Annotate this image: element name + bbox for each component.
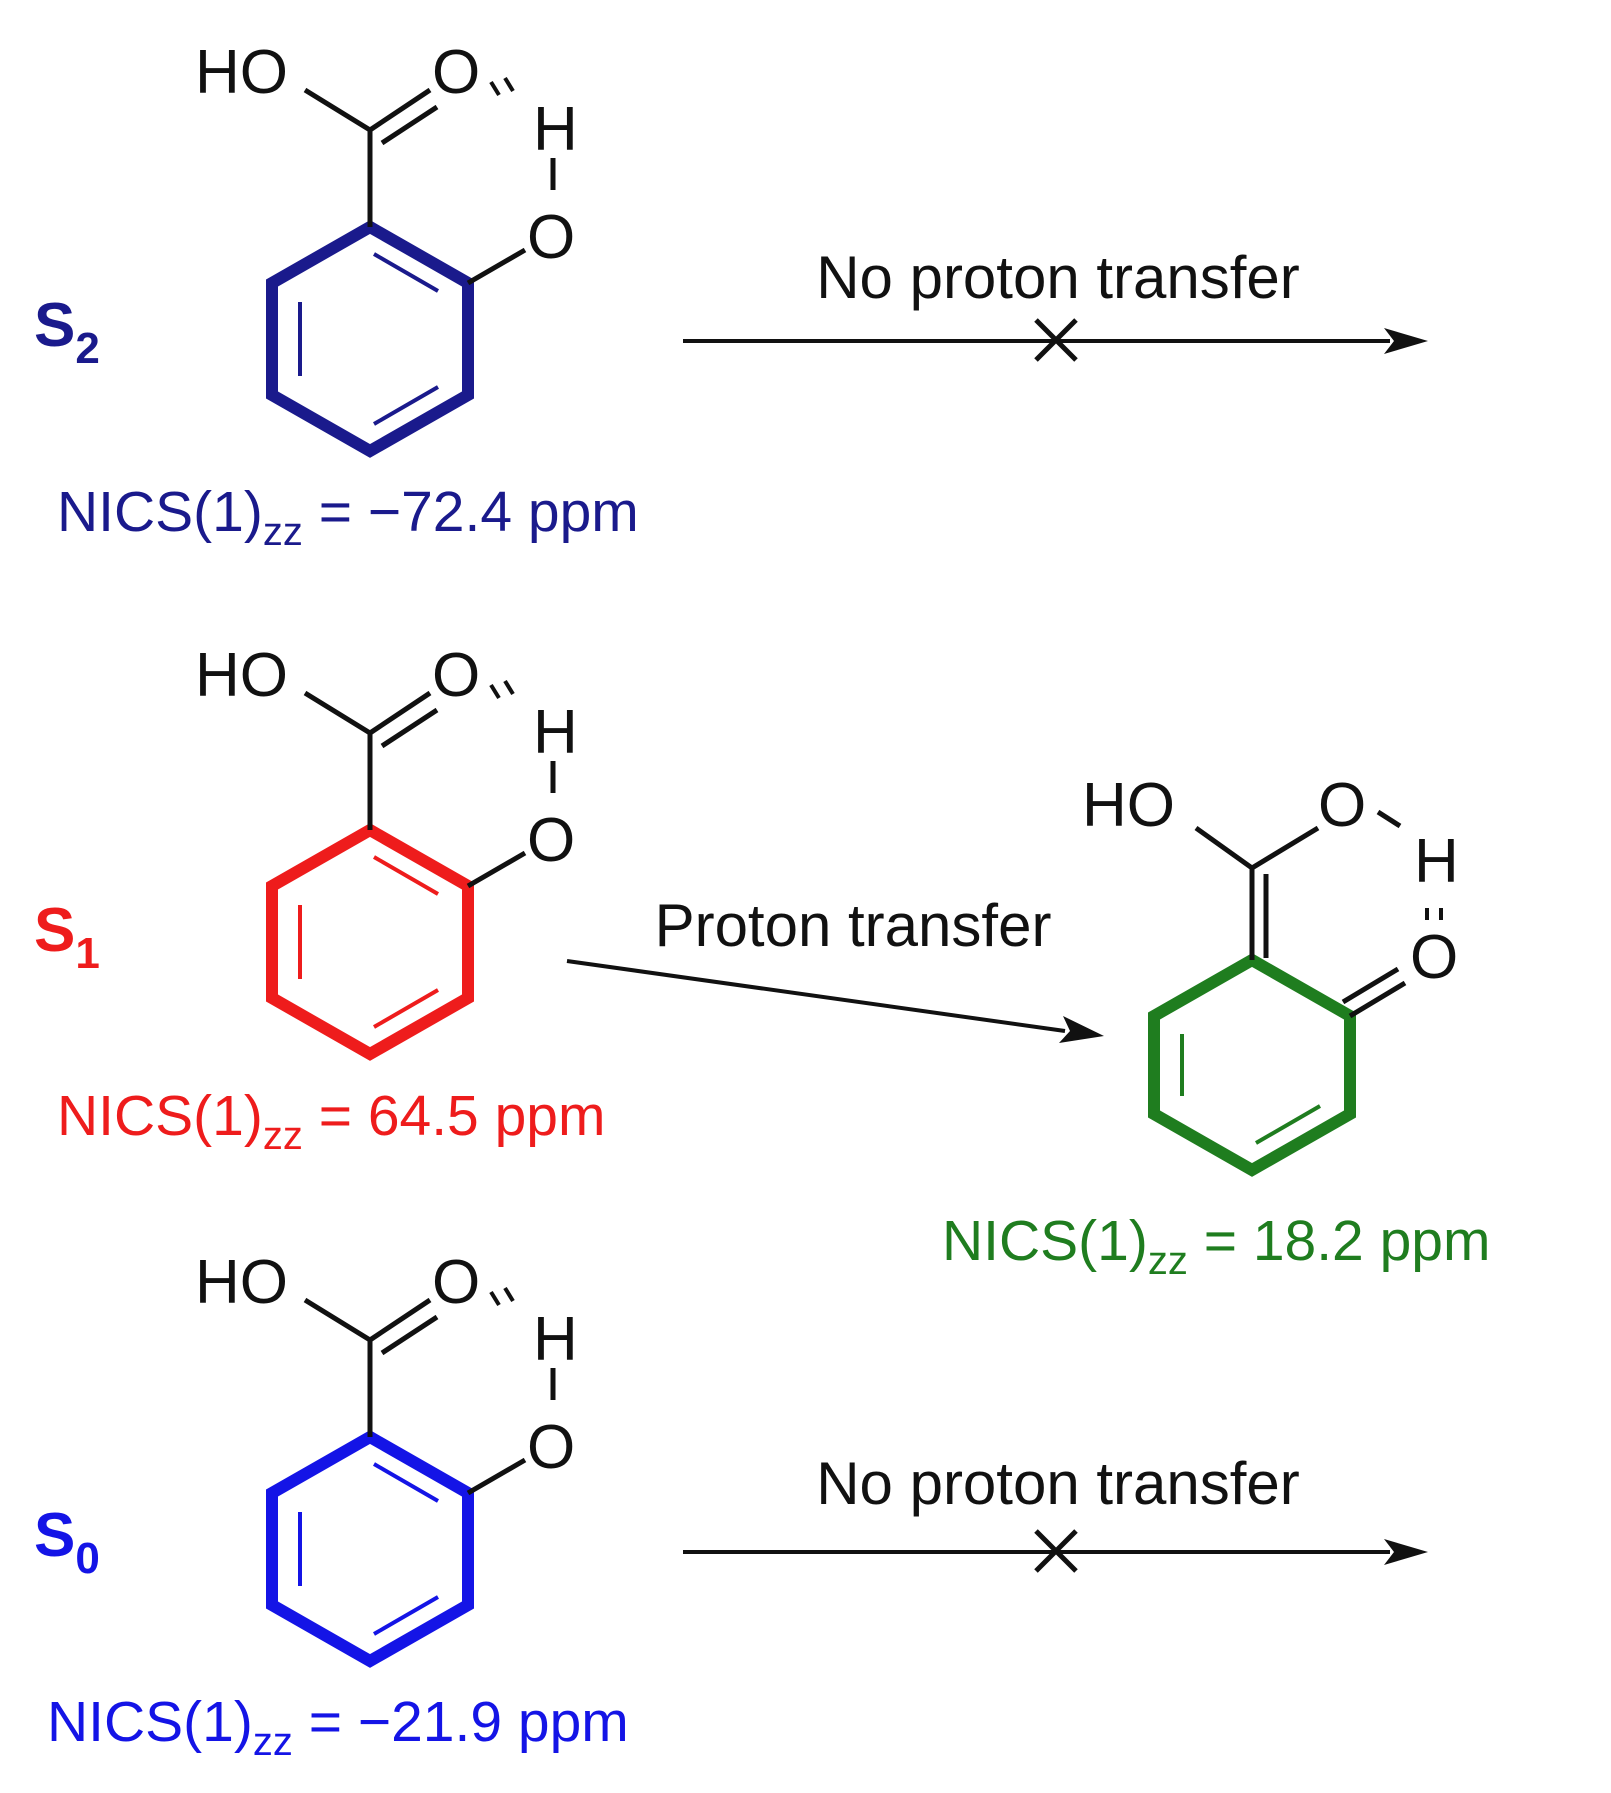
s1-arrowhead <box>1059 1016 1104 1043</box>
s0-arrowhead <box>1384 1539 1428 1565</box>
s2-hbond <box>503 76 515 93</box>
s1-bond <box>380 707 439 749</box>
s1-hbond <box>503 679 515 696</box>
s0-bond <box>466 1457 527 1496</box>
s1-hydroxyl-label: HO <box>195 641 288 710</box>
s1-hydrogen-label: H <box>533 698 578 767</box>
s0-bond <box>380 1314 439 1356</box>
s2-bond <box>368 87 432 133</box>
s2-phenol-oxygen: O <box>527 203 575 272</box>
s0-reaction-arrow: No proton transfer <box>683 1450 1428 1573</box>
product-molecule: HO O H O <box>1082 771 1459 1177</box>
product-inner-bond <box>1254 1104 1322 1145</box>
s0-hydroxyl-label: HO <box>195 1248 288 1317</box>
s2-arrow-label: No proton transfer <box>816 244 1300 311</box>
s0-arrow-label: No proton transfer <box>816 1450 1300 1517</box>
s0-bond <box>303 1297 372 1343</box>
s1-inner-bond <box>372 988 440 1029</box>
s0-inner-bond <box>372 1595 440 1636</box>
s2-inner-bond <box>372 252 440 293</box>
s1-bond <box>303 690 372 736</box>
s2-hydroxyl-label: HO <box>195 38 288 107</box>
product-bond <box>1348 980 1407 1019</box>
product-bond <box>1194 825 1254 871</box>
product-bond <box>1250 825 1320 871</box>
s2-state-label: S2 <box>34 291 100 373</box>
product-nics-value: NICS(1)zz = 18.2 ppm <box>942 1209 1490 1283</box>
s1-state-label: S1 <box>34 896 100 978</box>
s1-inner-bond <box>372 855 440 896</box>
s1-nics-value: NICS(1)zz = 64.5 ppm <box>57 1084 605 1158</box>
s0-bond <box>368 1297 432 1343</box>
s0-hbond <box>503 1286 515 1303</box>
s2-inner-bond <box>372 385 440 426</box>
product-hydroxyl-label: HO <box>1082 771 1175 840</box>
s1-bond <box>466 850 527 889</box>
s2-nics-value: NICS(1)zz = −72.4 ppm <box>57 480 639 554</box>
s0-hydrogen-label: H <box>533 1305 578 1374</box>
s0-nics-value: NICS(1)zz = −21.9 ppm <box>47 1690 629 1764</box>
s2-reaction-arrow: No proton transfer <box>683 244 1428 362</box>
s2-blocked-cross <box>1034 318 1078 362</box>
s0-inner-bond <box>372 1462 440 1503</box>
product-keto-oxygen: O <box>1410 923 1458 992</box>
s1-hbond <box>489 683 501 700</box>
s1-molecule: HO O H O <box>195 641 578 1061</box>
s1-bond <box>368 690 432 736</box>
s2-hydrogen-label: H <box>533 95 578 164</box>
s2-bond <box>380 104 439 146</box>
s2-bond <box>466 247 527 286</box>
s0-carbonyl-oxygen: O <box>432 1248 480 1317</box>
product-hydrogen-label: H <box>1414 827 1459 896</box>
s0-phenol-oxygen: O <box>527 1413 575 1482</box>
s0-blocked-cross <box>1034 1529 1078 1573</box>
s2-arrowhead <box>1384 328 1428 354</box>
product-hydroxyl-oxygen: O <box>1318 771 1366 840</box>
s2-bond <box>303 87 372 133</box>
s2-hbond <box>489 80 501 97</box>
s1-reaction-arrow: Proton transfer <box>566 892 1104 1043</box>
s2-carbonyl-oxygen: O <box>432 38 480 107</box>
s0-molecule: HO O H O <box>195 1248 578 1668</box>
s1-carbonyl-oxygen: O <box>432 641 480 710</box>
product-bond <box>1341 966 1400 1005</box>
s2-molecule: HO O H O <box>195 38 578 458</box>
product-bond <box>1376 809 1402 829</box>
s1-phenol-oxygen: O <box>527 806 575 875</box>
s0-hbond <box>489 1290 501 1307</box>
s1-arrow-label: Proton transfer <box>655 892 1052 959</box>
s0-state-label: S0 <box>34 1501 100 1583</box>
